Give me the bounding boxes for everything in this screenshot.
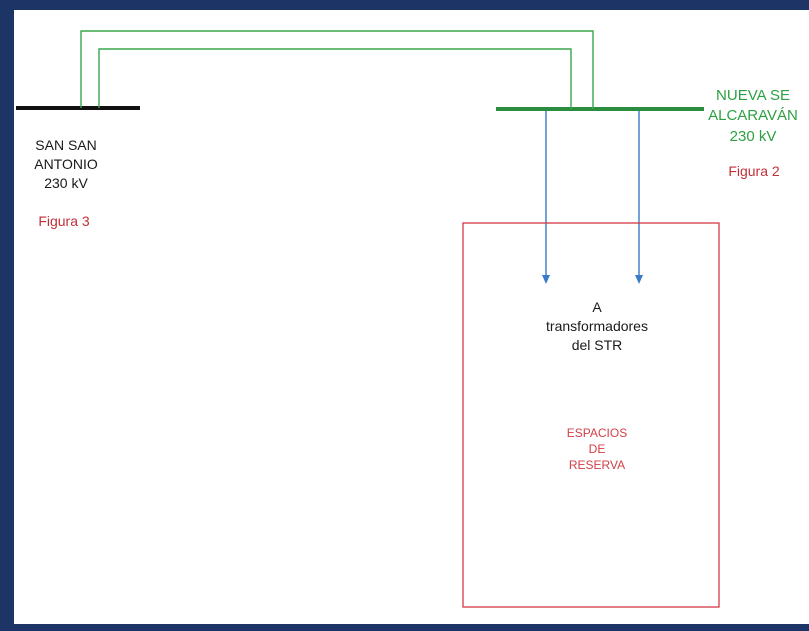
destination-line-3: del STR [571, 336, 623, 353]
transmission-line-2 [98, 48, 572, 109]
label-figure-2: Figura 2 [714, 162, 794, 181]
arrowhead-1 [542, 275, 550, 284]
reserve-line-2: DE [588, 442, 606, 457]
destination-line-1: A [592, 299, 602, 315]
label-reserve-spaces: ESPACIOS DE RESERVA [542, 425, 652, 474]
arrowhead-2 [635, 275, 643, 284]
bus-right-name-1: NUEVA SE [716, 87, 790, 104]
label-nueva-se-alcaravan: NUEVA SE ALCARAVÁN 230 kV [702, 86, 804, 147]
bus-right-name-2: ALCARAVÁN [708, 107, 798, 125]
reserve-line-1: ESPACIOS [566, 426, 628, 440]
diagram-canvas: SAN SAN ANTONIO 230 kV Figura 3 NUEVA SE… [14, 10, 809, 624]
single-line-diagram [16, 30, 720, 608]
reserve-line-3: RESERVA [568, 458, 626, 473]
bus-right-voltage: 230 kV [729, 127, 777, 145]
figure-3-ref: Figura 3 [38, 213, 90, 229]
bus-left-name-1: SAN SAN [35, 137, 97, 153]
bus-left-name-2: ANTONIO [34, 155, 98, 172]
bus-left-voltage: 230 kV [44, 174, 88, 191]
reserve-box [462, 222, 720, 608]
destination-line-2: transformadores [546, 317, 648, 334]
figure-2-ref: Figura 2 [728, 163, 780, 179]
label-destination: A transformadores del STR [520, 298, 674, 355]
label-san-san-antonio: SAN SAN ANTONIO 230 kV [30, 136, 102, 193]
transmission-line-1 [80, 30, 594, 109]
label-figure-3: Figura 3 [32, 212, 96, 231]
